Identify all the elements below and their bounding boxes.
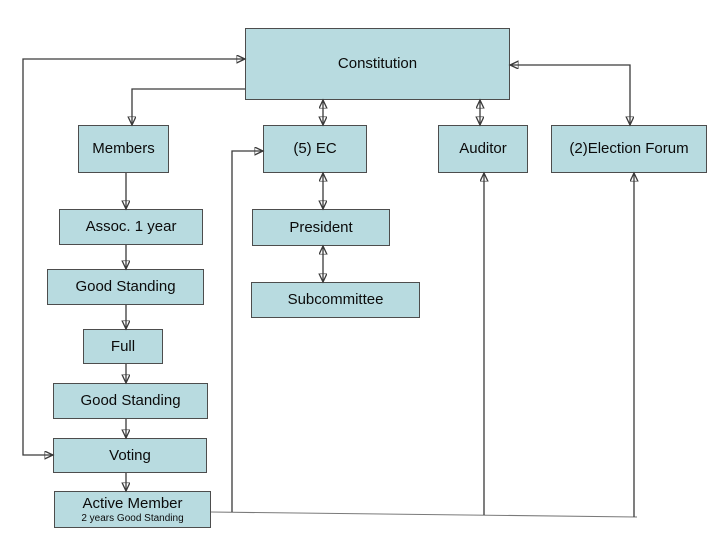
node-voting: Voting: [53, 438, 207, 473]
node-subcommittee-label: Subcommittee: [287, 291, 384, 309]
node-active-member-sublabel: 2 years Good Standing: [81, 512, 184, 524]
node-constitution: Constitution: [245, 28, 510, 100]
node-auditor: Auditor: [438, 125, 528, 173]
node-ec-label: (5) EC: [293, 140, 337, 158]
node-president-label: President: [289, 218, 353, 236]
node-full: Full: [83, 329, 163, 364]
node-election-forum: (2)Election Forum: [551, 125, 707, 173]
node-election-forum-label: (2)Election Forum: [569, 140, 689, 158]
node-good-standing-2-label: Good Standing: [80, 392, 181, 410]
edge-constitution-electionforum: [510, 65, 630, 125]
node-voting-label: Voting: [109, 446, 151, 464]
edge-constitution-members: [132, 88, 245, 125]
node-ec: (5) EC: [263, 125, 367, 173]
edge-activemember-bottom-run: [210, 511, 638, 518]
node-good-standing-1-label: Good Standing: [75, 278, 176, 296]
node-president: President: [252, 209, 390, 246]
node-good-standing-2: Good Standing: [53, 383, 208, 419]
node-auditor-label: Auditor: [459, 140, 507, 158]
node-members: Members: [78, 125, 169, 173]
node-members-label: Members: [92, 140, 155, 158]
node-assoc-1-year: Assoc. 1 year: [59, 209, 203, 245]
node-full-label: Full: [110, 337, 136, 355]
node-assoc-1-year-label: Assoc. 1 year: [85, 218, 177, 236]
node-active-member: Active Member 2 years Good Standing: [54, 491, 211, 528]
node-subcommittee: Subcommittee: [251, 282, 420, 318]
node-active-member-label: Active Member: [82, 494, 183, 512]
node-good-standing-1: Good Standing: [47, 269, 204, 305]
edge-activemember-ec: [231, 151, 263, 512]
node-constitution-label: Constitution: [337, 55, 418, 73]
